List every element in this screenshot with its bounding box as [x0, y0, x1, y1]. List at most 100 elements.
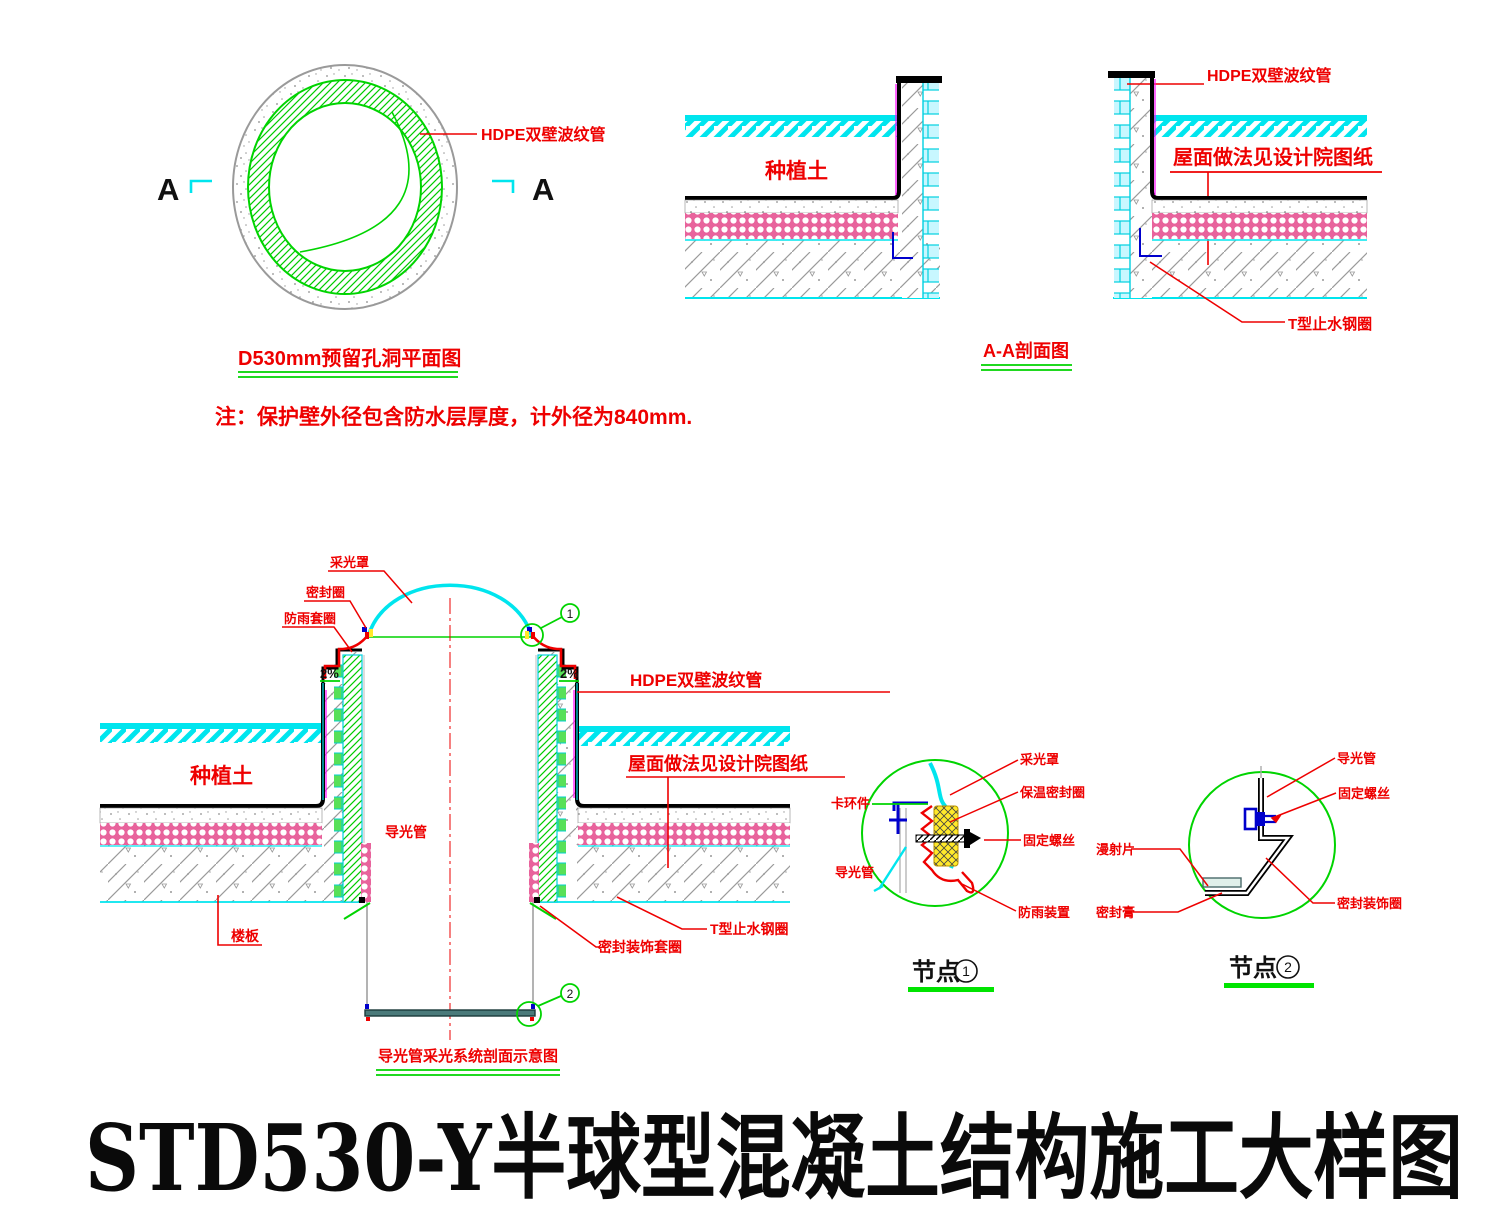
leader-line: [1149, 261, 1285, 323]
leader-line: [616, 896, 707, 930]
hdpe-label: HDPE双壁波纹管: [630, 670, 762, 690]
leader-line: [1270, 792, 1337, 824]
plan-note: 注：保护壁外径包含防水层厚度，计外径为840mm.: [215, 405, 692, 429]
soil-band-top: [578, 726, 790, 732]
concrete-slab: [685, 240, 940, 298]
leader-line: [1131, 892, 1223, 913]
dome-label: 采光罩: [329, 555, 369, 570]
diffuser-dot-right: [530, 1017, 534, 1021]
node2-ref-bubble: [560, 983, 580, 1003]
seal-cluster-right: [525, 627, 535, 639]
leader-line: [539, 905, 600, 948]
screed-layer: [1151, 199, 1368, 214]
membrane-line: [100, 690, 327, 812]
roof-label: 屋面做法见设计院图纸: [628, 753, 808, 774]
section-cut-bracket-right: [492, 179, 515, 193]
leader-line: [217, 895, 262, 946]
node1-caption-bubble: [954, 959, 978, 983]
section-right: HDPE双壁波纹管 屋面做法见设计院图纸 T型止水钢圈: [1108, 66, 1382, 333]
clamp-label: 卡环件: [831, 796, 870, 811]
floor-slab-left: [100, 845, 343, 902]
corner-ticks: [343, 902, 557, 920]
title-underline: [238, 371, 458, 378]
seal-label: 密封圈: [305, 585, 345, 600]
hdpe-teeth-right: [557, 657, 566, 902]
sealant-label: 密封膏: [1095, 905, 1135, 920]
plan-title: D530mm预留孔洞平面图: [238, 346, 461, 370]
waterproof-line: [1150, 78, 1367, 200]
soil-band-top: [100, 723, 322, 729]
plan-view: A A HDPE双壁波纹管 D530mm预留孔洞平面图 注：保护壁外径包含防水层…: [157, 64, 692, 429]
rain-flashing-right: [530, 634, 577, 679]
node1-marker-circle: [520, 623, 544, 647]
bolt-head: [1243, 807, 1258, 831]
hdpe-teeth-left: [334, 657, 343, 902]
plan-crescent-curve: [299, 111, 410, 253]
screw-washer: [964, 829, 970, 848]
leader-line: [1131, 848, 1209, 887]
node1-ref-bubble: [560, 603, 580, 623]
deco-seal-strip-left: [361, 843, 371, 902]
rain-device-label: 防雨装置: [1018, 905, 1070, 920]
membrane-line: [685, 84, 897, 204]
rain-flashing-left: [323, 634, 370, 679]
caption-underline: [908, 987, 994, 992]
screw-shaft: [915, 834, 967, 843]
tube-label: 导光管: [835, 865, 874, 880]
hdpe-wall-left: [342, 654, 363, 903]
deco-ring-label: 密封装饰圈: [1336, 896, 1402, 911]
water-ring-label: T型止水钢圈: [710, 921, 789, 937]
deco-seal-strip-right: [529, 843, 539, 902]
waterproof-line: [685, 83, 901, 200]
soil-band-hatch: [685, 121, 898, 137]
node2-caption-number: 2: [1284, 959, 1292, 975]
node1-ref-number: 1: [567, 607, 574, 621]
slab-label: 楼板: [231, 928, 260, 944]
hdpe-label: HDPE双壁波纹管: [1207, 66, 1331, 85]
leader-line: [282, 626, 353, 653]
node2-caption-bubble: [1276, 955, 1300, 979]
main-section-title: 导光管采光系统剖面示意图: [378, 1047, 558, 1065]
soil-band-top: [1152, 115, 1367, 121]
node2-ref-number: 2: [567, 987, 574, 1001]
bolt-body: [1256, 812, 1265, 826]
node2-caption: 节点: [1229, 953, 1277, 982]
water-ring-label: T型止水钢圈: [1288, 315, 1372, 333]
screw-label: 固定螺丝: [1023, 833, 1075, 848]
node2-marker-circle: [516, 1001, 542, 1027]
soil-label: 种植土: [189, 764, 253, 788]
insulation-seal-label: 保温密封圈: [1019, 785, 1085, 800]
node1-caption: 节点: [912, 957, 960, 986]
soil-band-hatch: [578, 732, 790, 746]
diffuser-clip-right: [531, 1004, 535, 1009]
leader-line: [949, 791, 1019, 823]
floor-slab-right: [577, 845, 790, 902]
tube-label: 导光管: [1337, 751, 1376, 766]
title-underline: [376, 1069, 560, 1076]
upstand-cap: [896, 76, 942, 83]
node1-leader: [540, 616, 563, 629]
seal-cluster-left: [362, 627, 373, 639]
deco-collar-label: 密封装饰套圈: [597, 939, 682, 955]
tube-walls-below: [366, 902, 534, 1008]
diffuser-bar: [364, 1009, 536, 1017]
dome-profile: [366, 583, 534, 638]
soil-band-top: [685, 115, 898, 121]
main-title: STD530-Y半球型混凝土结构施工大样图: [85, 1104, 1463, 1212]
screed-layer: [684, 199, 899, 214]
rain-collar-label: 防雨套圈: [284, 611, 336, 626]
leader-line: [1266, 757, 1336, 798]
main-section: 2% 2% 1 2: [99, 555, 890, 1076]
diffuser-clip-left: [365, 1004, 369, 1009]
membrane-line: [1154, 79, 1367, 204]
bracket-profile-outer: [1205, 778, 1294, 896]
soil-band-hatch: [100, 729, 322, 743]
plan-pipe-bore: [268, 102, 422, 272]
screw-label: 固定螺丝: [1338, 786, 1390, 801]
hdpe-pipe-profile: [923, 82, 939, 298]
diffuser-label: 漫射片: [1096, 842, 1135, 857]
section-marker-a-right: A: [532, 172, 554, 207]
tube-pointer: [873, 846, 908, 893]
